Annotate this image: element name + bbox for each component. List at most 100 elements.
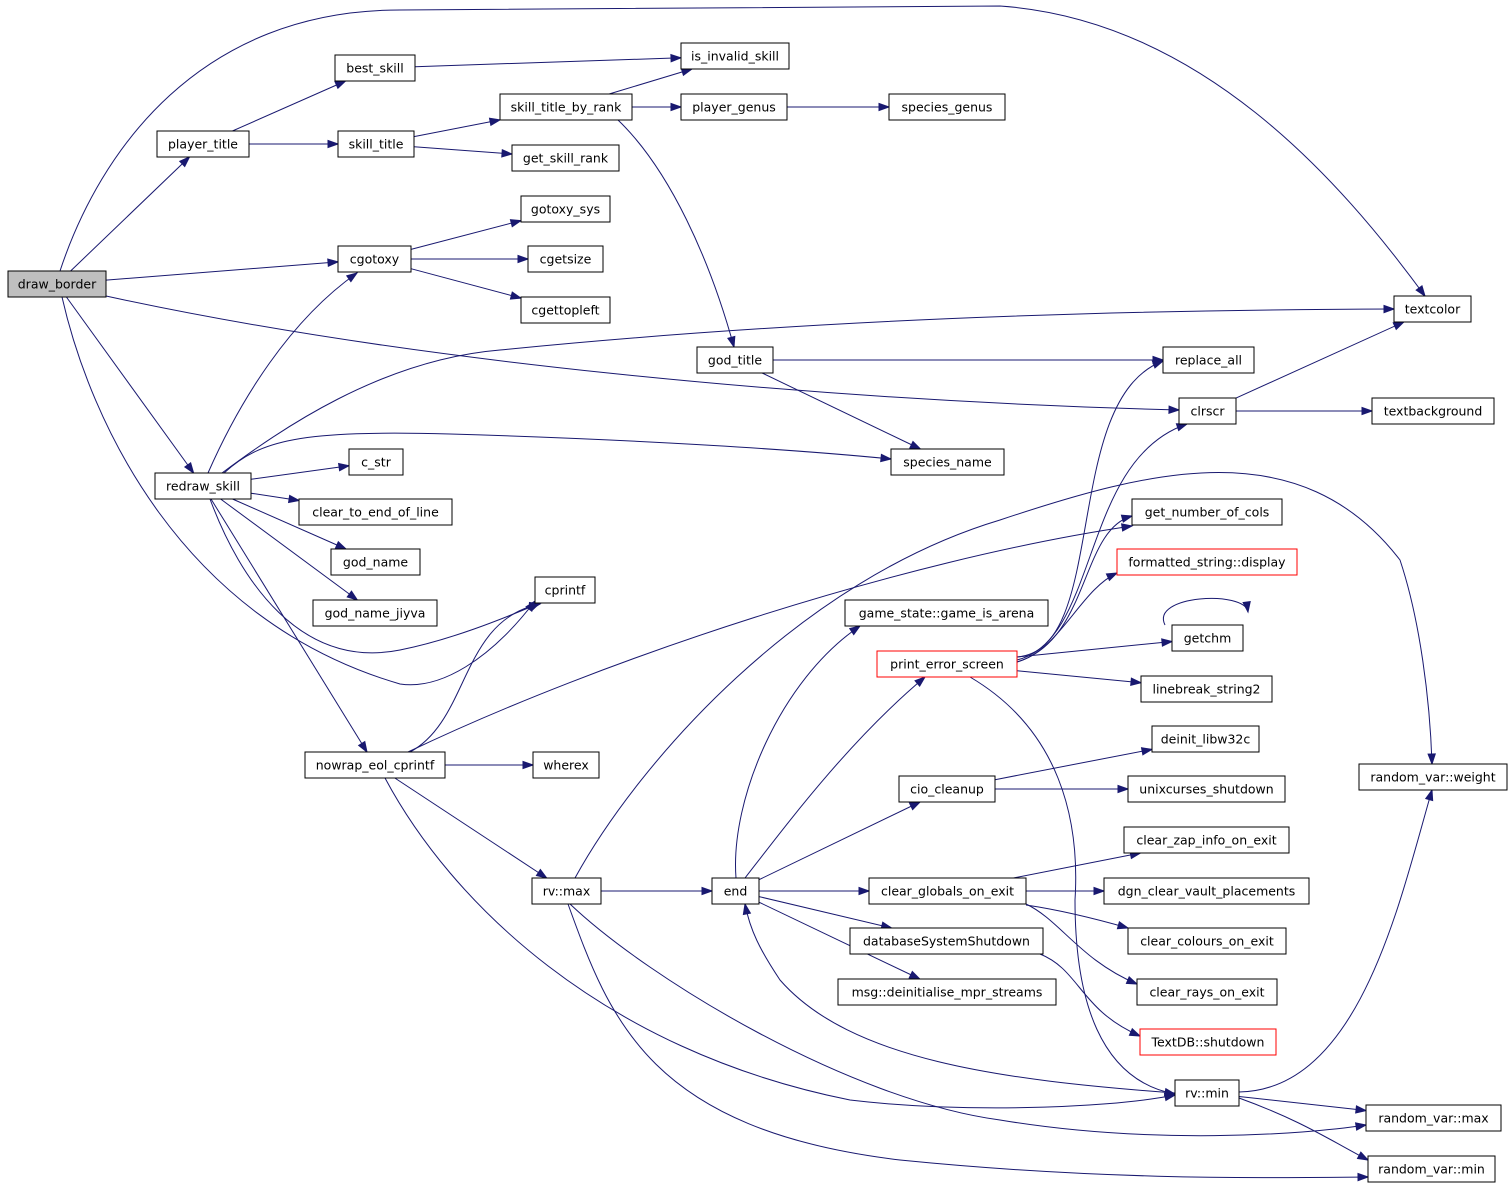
arrowhead-icon — [1151, 360, 1165, 369]
node-species-name[interactable]: species_name — [890, 448, 1005, 476]
node-label: clear_globals_on_exit — [881, 884, 1014, 899]
node-textcolor[interactable]: textcolor — [1393, 295, 1472, 323]
node-clrscr[interactable]: clrscr — [1178, 397, 1237, 425]
edge-end-to-msg_deinitialise — [758, 901, 922, 980]
node-cgetsize[interactable]: cgetsize — [527, 245, 604, 273]
node-label: is_invalid_skill — [691, 49, 779, 64]
edge-draw_border-to-redraw_skill — [65, 296, 195, 475]
edge-clrscr-to-textbackground — [1236, 406, 1374, 416]
node-is-invalid-skill[interactable]: is_invalid_skill — [680, 42, 790, 70]
node-random-var-max[interactable]: random_var::max — [1365, 1104, 1502, 1132]
node-databaseSystemShutdown[interactable]: databaseSystemShutdown — [849, 927, 1044, 955]
node-box — [680, 42, 790, 70]
node-c-str[interactable]: c_str — [348, 448, 404, 476]
node-skill-title[interactable]: skill_title — [337, 130, 415, 158]
node-draw-border[interactable]: draw_border — [7, 270, 107, 298]
node-label: end — [724, 884, 748, 899]
node-player-title[interactable]: player_title — [156, 130, 250, 158]
node-box — [511, 144, 620, 172]
node-label: cio_cleanup — [910, 782, 984, 797]
node-box — [534, 576, 596, 604]
node-cgotoxy[interactable]: cgotoxy — [337, 245, 412, 273]
edge-player_title-to-skill_title — [249, 139, 340, 149]
edge-redraw_skill-to-cgotoxy — [207, 272, 359, 474]
node-label: cgotoxy — [350, 252, 400, 267]
node-box — [1174, 1079, 1240, 1107]
node-cgettopleft[interactable]: cgettopleft — [520, 296, 611, 324]
node-label: random_var::min — [1378, 1162, 1485, 1177]
node-label: game_state::game_is_arena — [859, 606, 1035, 621]
edge-line — [1238, 1097, 1369, 1161]
arrowhead-icon — [509, 291, 523, 300]
node-getchm[interactable]: getchm — [1171, 624, 1244, 652]
node-label: random_var::max — [1378, 1111, 1488, 1126]
node-linebreak-string2[interactable]: linebreak_string2 — [1140, 675, 1273, 703]
node-rv-max[interactable]: rv::max — [531, 877, 602, 905]
arrowhead-icon — [334, 80, 347, 90]
node-random-var-weight[interactable]: random_var::weight — [1358, 763, 1508, 791]
node-clear-rays-on-exit[interactable]: clear_rays_on_exit — [1136, 978, 1278, 1006]
node-clear-zap-info-on-exit[interactable]: clear_zap_info_on_exit — [1123, 826, 1290, 854]
node-label: c_str — [361, 455, 392, 470]
node-box — [1127, 775, 1286, 803]
node-label: god_title — [708, 353, 763, 368]
node-msg-deinitialise[interactable]: msg::deinitialise_mpr_streams — [837, 978, 1057, 1006]
node-get-number-of-cols[interactable]: get_number_of_cols — [1131, 498, 1283, 526]
node-redraw-skill[interactable]: redraw_skill — [154, 472, 252, 500]
node-god-name-jiyva[interactable]: god_name_jiyva — [312, 599, 438, 627]
node-god-name[interactable]: god_name — [330, 548, 421, 576]
edge-line — [1039, 953, 1141, 1037]
node-replace-all[interactable]: replace_all — [1162, 346, 1255, 374]
node-deinit-libw32c[interactable]: deinit_libw32c — [1151, 725, 1260, 753]
edge-player_title-to-best_skill — [232, 80, 347, 132]
edge-line — [1016, 670, 1142, 684]
node-box — [898, 775, 996, 803]
arrowhead-icon — [345, 272, 359, 283]
node-label: TextDB::shutdown — [1151, 1035, 1265, 1050]
edge-rv_min-to-random_var_min — [1238, 1097, 1370, 1161]
edge-redraw_skill-to-species_name — [223, 432, 893, 474]
node-nowrap-eol-cprintf[interactable]: nowrap_eol_cprintf — [304, 751, 446, 779]
node-wherex[interactable]: wherex — [532, 751, 600, 779]
node-box — [304, 751, 446, 779]
node-end[interactable]: end — [711, 877, 760, 905]
node-dgn-clear-vault-placements[interactable]: dgn_clear_vault_placements — [1103, 877, 1310, 905]
node-print-error-screen[interactable]: print_error_screen — [876, 650, 1018, 678]
node-cio-cleanup[interactable]: cio_cleanup — [898, 775, 996, 803]
edge-line — [413, 146, 513, 155]
edge-line — [569, 903, 1367, 1137]
node-textdb-shutdown[interactable]: TextDB::shutdown — [1139, 1028, 1277, 1056]
node-box — [1140, 675, 1273, 703]
node-cprintf[interactable]: cprintf — [534, 576, 596, 604]
node-skill-title-by-rank[interactable]: skill_title_by_rank — [499, 93, 633, 121]
node-gotoxy-sys[interactable]: gotoxy_sys — [520, 195, 611, 223]
edge-getchm-to-getchm — [1162, 597, 1251, 626]
edge-line — [59, 5, 1426, 297]
node-game-is-arena[interactable]: game_state::game_is_arena — [844, 599, 1049, 627]
node-unixcurses-shutdown[interactable]: unixcurses_shutdown — [1127, 775, 1286, 803]
node-clear-colours-on-exit[interactable]: clear_colours_on_exit — [1127, 927, 1287, 955]
edge-god_title-to-species_name — [761, 372, 922, 450]
arrowhead-icon — [501, 148, 514, 158]
node-box — [312, 599, 438, 627]
node-species-genus[interactable]: species_genus — [888, 93, 1006, 121]
node-box — [837, 978, 1057, 1006]
edge-cgotoxy-to-gotoxy_sys — [410, 219, 523, 250]
arrowhead-icon — [346, 590, 359, 601]
node-random-var-min[interactable]: random_var::min — [1367, 1155, 1496, 1183]
node-clear-to-end-of-line[interactable]: clear_to_end_of_line — [298, 498, 453, 526]
node-label: replace_all — [1175, 353, 1242, 368]
node-rv-min[interactable]: rv::min — [1174, 1079, 1240, 1107]
edge-rv_max-to-end — [601, 886, 714, 896]
node-clear-globals-on-exit[interactable]: clear_globals_on_exit — [868, 877, 1027, 905]
arrowhead-icon — [1125, 975, 1139, 985]
edge-line — [210, 498, 368, 753]
node-textbackground[interactable]: textbackground — [1371, 397, 1495, 425]
node-god-title[interactable]: god_title — [696, 346, 774, 374]
node-formatted-string-display[interactable]: formatted_string::display — [1116, 548, 1298, 576]
node-best-skill[interactable]: best_skill — [334, 54, 416, 82]
arrowhead-icon — [742, 902, 752, 916]
edge-line — [744, 676, 926, 879]
node-get-skill-rank[interactable]: get_skill_rank — [511, 144, 620, 172]
node-player-genus[interactable]: player_genus — [680, 93, 788, 121]
